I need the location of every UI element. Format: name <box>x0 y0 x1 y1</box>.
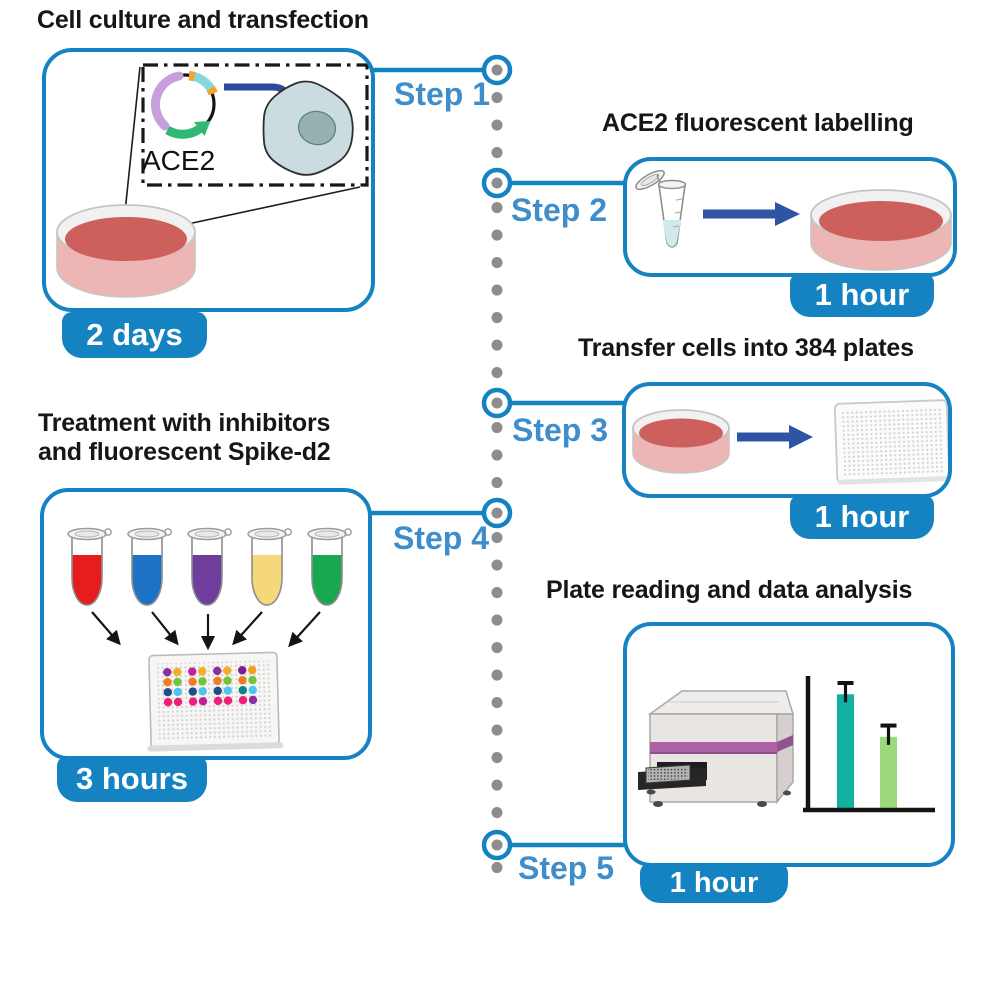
step4-title-line1: Treatment with inhibitors <box>38 409 331 437</box>
callout-line <box>123 66 141 223</box>
step5-panel <box>623 622 955 867</box>
arrow-right-icon <box>703 202 800 226</box>
step3-duration-badge: 1 hour <box>790 495 934 539</box>
step2-label: Step 2 <box>511 192 608 228</box>
step1-label: Step 1 <box>393 76 490 112</box>
step-node-1 <box>481 54 513 86</box>
cell-icon <box>262 80 354 176</box>
step3-title: Transfer cells into 384 plates <box>578 334 914 362</box>
step4-duration-badge: 3 hours <box>57 756 207 802</box>
petri-dish-icon <box>56 204 196 298</box>
plate-dots <box>163 665 258 707</box>
inhibitor-tube-icon <box>247 527 292 606</box>
cell-nucleus <box>297 110 337 146</box>
step-node-4 <box>481 497 513 529</box>
callout-line <box>159 186 361 231</box>
arrow-right-icon <box>737 425 813 449</box>
step5-title: Plate reading and data analysis <box>546 576 913 604</box>
step2-duration-badge: 1 hour <box>790 273 934 317</box>
petri-dish-icon <box>632 409 730 474</box>
microtube-icon <box>635 169 687 248</box>
inhibitor-tubes <box>67 527 352 606</box>
plate-reader-icon <box>638 690 795 807</box>
inhibitor-tube-icon <box>67 527 112 606</box>
convergence-arrows <box>91 611 321 651</box>
plasmid-label: ACE2 <box>142 145 215 176</box>
step5-label: Step 5 <box>518 850 615 886</box>
step4-title-line2: and fluorescent Spike-d2 <box>38 438 331 466</box>
timeline <box>368 54 626 882</box>
step4-illustration <box>67 527 352 752</box>
petri-dish-icon <box>810 189 952 271</box>
inhibitor-tube-icon <box>187 527 232 606</box>
inhibitor-tube-icon <box>127 527 172 606</box>
timeline-connectors <box>368 67 626 848</box>
step5-duration-badge: 1 hour <box>640 863 788 903</box>
well-plate-384-icon <box>833 399 951 485</box>
step1-duration-badge: 2 days <box>62 312 207 358</box>
step3-panel <box>622 382 952 498</box>
step5-illustration <box>638 676 935 813</box>
well-plate-dotted-icon <box>147 651 284 752</box>
plasmid-icon <box>150 71 218 139</box>
inhibitor-tube-icon <box>307 527 352 606</box>
bar-chart <box>803 676 935 813</box>
step1-illustration: ACE2 <box>56 63 369 298</box>
step3-illustration <box>632 399 951 485</box>
step-node-5 <box>481 829 513 861</box>
step4-panel <box>40 488 372 760</box>
step2-illustration <box>635 169 952 271</box>
step3-label: Step 3 <box>512 412 609 448</box>
step4-label: Step 4 <box>392 520 489 556</box>
step-node-2 <box>481 167 513 199</box>
step-node-3 <box>481 387 513 419</box>
step1-panel <box>42 48 375 312</box>
step2-title: ACE2 fluorescent labelling <box>602 109 914 137</box>
step1-title: Cell culture and transfection <box>37 6 369 34</box>
step2-panel <box>623 157 957 277</box>
chart-bars <box>837 680 897 810</box>
step4-title: Treatment with inhibitors and fluorescen… <box>38 409 331 467</box>
